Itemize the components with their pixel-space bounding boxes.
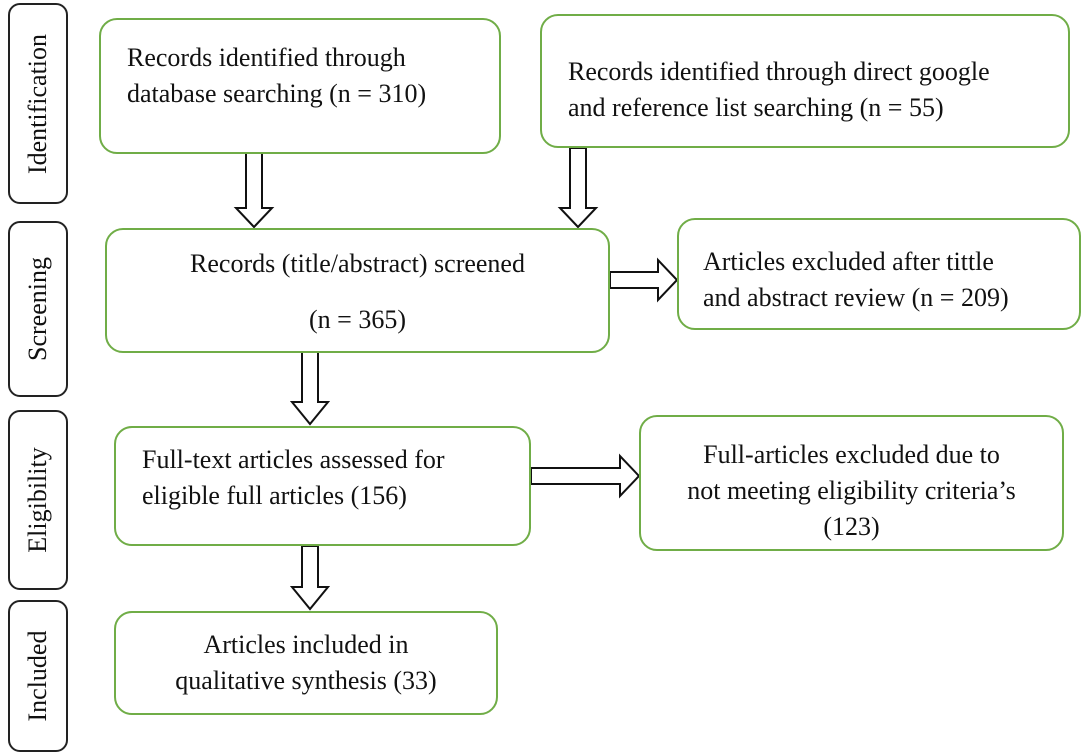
arrow-google-to-screened (557, 147, 599, 229)
included-box: Articles included in qualitative synthes… (114, 611, 498, 715)
other-search-line2: and reference list searching (n = 55) (568, 93, 944, 122)
other-search-box: Records identified through direct google… (540, 14, 1070, 148)
stage-screening: Screening (8, 221, 68, 397)
full-text-line1: Full-text articles assessed for (142, 445, 445, 474)
excluded-screening-box: Articles excluded after tittle and abstr… (677, 218, 1081, 330)
arrow-db-to-screened (233, 152, 275, 229)
database-search-box: Records identified through database sear… (99, 18, 501, 154)
stage-label-included: Included (23, 630, 52, 722)
included-line2: qualitative synthesis (33) (175, 666, 437, 695)
excluded-eligibility-box: Full-articles excluded due to not meetin… (639, 415, 1064, 551)
other-search-line1: Records identified through direct google (568, 57, 990, 86)
screened-box: Records (title/abstract) screened (n = 3… (105, 228, 610, 353)
stage-eligibility: Eligibility (8, 410, 68, 590)
screened-line1: Records (title/abstract) screened (190, 249, 525, 278)
excluded-eligibility-line2: not meeting eligibility criteria’s (687, 476, 1016, 505)
screened-count: (n = 365) (309, 305, 406, 334)
arrow-fulltext-to-included (289, 545, 331, 611)
stage-label-eligibility: Eligibility (23, 447, 52, 553)
stage-identification: Identification (8, 3, 68, 204)
stage-label-identification: Identification (23, 33, 52, 174)
excluded-eligibility-line1: Full-articles excluded due to (703, 440, 1000, 469)
arrow-fulltext-to-excluded (530, 453, 641, 499)
excluded-eligibility-line3: (123) (823, 512, 880, 541)
excluded-screening-line1: Articles excluded after tittle (703, 247, 994, 276)
arrow-screened-to-fulltext (289, 351, 331, 426)
database-search-line1: Records identified through (127, 43, 406, 72)
stage-included: Included (8, 600, 68, 752)
full-text-line2: eligible full articles (156) (142, 481, 407, 510)
included-line1: Articles included in (203, 630, 409, 659)
database-search-line2: database searching (n = 310) (127, 79, 427, 108)
arrow-screened-to-excluded (609, 257, 679, 303)
full-text-box: Full-text articles assessed for eligible… (114, 426, 531, 546)
excluded-screening-line2: and abstract review (n = 209) (703, 283, 1009, 312)
stage-label-screening: Screening (23, 257, 52, 361)
